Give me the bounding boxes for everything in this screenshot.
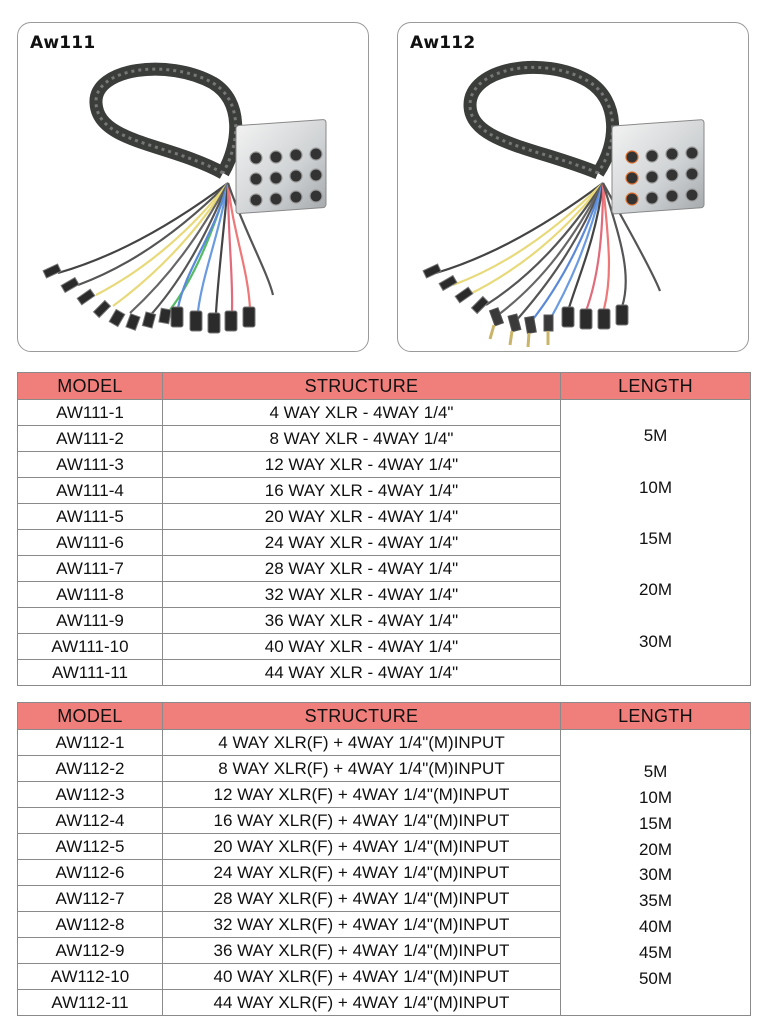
- cell-structure: 40 WAY XLR(F) + 4WAY 1/4"(M)INPUT: [162, 963, 561, 990]
- product-card-aw112: Aw112: [397, 22, 749, 352]
- cell-structure: 36 WAY XLR - 4WAY 1/4": [162, 607, 561, 634]
- cell-model: AW111-3: [17, 451, 163, 478]
- cell-model: AW111-10: [17, 633, 163, 660]
- cell-structure: 8 WAY XLR - 4WAY 1/4": [162, 425, 561, 452]
- cell-model: AW112-6: [17, 859, 163, 886]
- length-value: 30M: [638, 632, 673, 651]
- cell-model: AW111-6: [17, 529, 163, 556]
- cell-model: AW112-8: [17, 911, 163, 938]
- length-value: 20M: [638, 840, 673, 859]
- cell-model: AW112-5: [17, 833, 163, 860]
- length-value: 15M: [638, 814, 673, 833]
- cell-model: AW111-7: [17, 555, 163, 582]
- cell-model: AW111-8: [17, 581, 163, 608]
- length-value: 30M: [638, 865, 673, 884]
- product-title: Aw112: [410, 33, 476, 53]
- header-structure: STRUCTURE: [162, 702, 561, 730]
- cell-model: AW111-1: [17, 399, 163, 426]
- cell-structure: 24 WAY XLR(F) + 4WAY 1/4"(M)INPUT: [162, 859, 561, 886]
- length-value: 5M: [643, 426, 668, 445]
- cell-structure: 32 WAY XLR(F) + 4WAY 1/4"(M)INPUT: [162, 911, 561, 938]
- cell-structure: 44 WAY XLR - 4WAY 1/4": [162, 659, 561, 686]
- length-value: 45M: [638, 943, 673, 962]
- cell-model: AW112-4: [17, 807, 163, 834]
- length-value: 20M: [638, 580, 673, 599]
- cell-model: AW112-7: [17, 885, 163, 912]
- cell-structure: 12 WAY XLR - 4WAY 1/4": [162, 451, 561, 478]
- snake-cable-image: [422, 60, 705, 348]
- length-value: 15M: [638, 529, 673, 548]
- cell-structure: 20 WAY XLR - 4WAY 1/4": [162, 503, 561, 530]
- cell-structure: 40 WAY XLR - 4WAY 1/4": [162, 633, 561, 660]
- cell-model: AW111-2: [17, 425, 163, 452]
- cell-model: AW112-10: [17, 963, 163, 990]
- cell-structure: 8 WAY XLR(F) + 4WAY 1/4"(M)INPUT: [162, 755, 561, 782]
- cell-model: AW111-4: [17, 477, 163, 504]
- cell-structure: 4 WAY XLR(F) + 4WAY 1/4"(M)INPUT: [162, 729, 561, 756]
- cell-model: AW111-9: [17, 607, 163, 634]
- length-value: 5M: [643, 762, 668, 781]
- product-title: Aw111: [30, 33, 96, 53]
- length-value: 40M: [638, 917, 673, 936]
- product-card-aw111: Aw111: [17, 22, 369, 352]
- table-header-row: MODEL STRUCTURE LENGTH: [17, 372, 751, 400]
- header-structure: STRUCTURE: [162, 372, 561, 400]
- cell-structure: 36 WAY XLR(F) + 4WAY 1/4"(M)INPUT: [162, 937, 561, 964]
- cell-structure: 4 WAY XLR - 4WAY 1/4": [162, 399, 561, 426]
- snake-cable-image: [42, 62, 327, 334]
- header-model: MODEL: [17, 702, 163, 730]
- header-length: LENGTH: [560, 702, 751, 730]
- cell-model: AW112-11: [17, 989, 163, 1016]
- cell-length-group: 5M 10M 15M 20M 30M 35M 40M 45M 50M: [560, 729, 751, 1016]
- header-length: LENGTH: [560, 372, 751, 400]
- cell-structure: 28 WAY XLR(F) + 4WAY 1/4"(M)INPUT: [162, 885, 561, 912]
- cell-model: AW111-11: [17, 659, 163, 686]
- cell-model: AW112-9: [17, 937, 163, 964]
- cell-structure: 32 WAY XLR - 4WAY 1/4": [162, 581, 561, 608]
- length-value: 10M: [638, 478, 673, 497]
- length-value: 50M: [638, 969, 673, 988]
- header-model: MODEL: [17, 372, 163, 400]
- cell-structure: 20 WAY XLR(F) + 4WAY 1/4"(M)INPUT: [162, 833, 561, 860]
- cell-structure: 28 WAY XLR - 4WAY 1/4": [162, 555, 561, 582]
- cell-structure: 16 WAY XLR(F) + 4WAY 1/4"(M)INPUT: [162, 807, 561, 834]
- cell-structure: 44 WAY XLR(F) + 4WAY 1/4"(M)INPUT: [162, 989, 561, 1016]
- cell-model: AW112-2: [17, 755, 163, 782]
- cell-structure: 24 WAY XLR - 4WAY 1/4": [162, 529, 561, 556]
- cell-structure: 12 WAY XLR(F) + 4WAY 1/4"(M)INPUT: [162, 781, 561, 808]
- cell-structure: 16 WAY XLR - 4WAY 1/4": [162, 477, 561, 504]
- cell-model: AW112-3: [17, 781, 163, 808]
- cell-length-group: 5M 10M 15M 20M 30M: [560, 399, 751, 686]
- length-value: 10M: [638, 788, 673, 807]
- cell-model: AW112-1: [17, 729, 163, 756]
- table-header-row: MODEL STRUCTURE LENGTH: [17, 702, 751, 730]
- length-value: 35M: [638, 891, 673, 910]
- cell-model: AW111-5: [17, 503, 163, 530]
